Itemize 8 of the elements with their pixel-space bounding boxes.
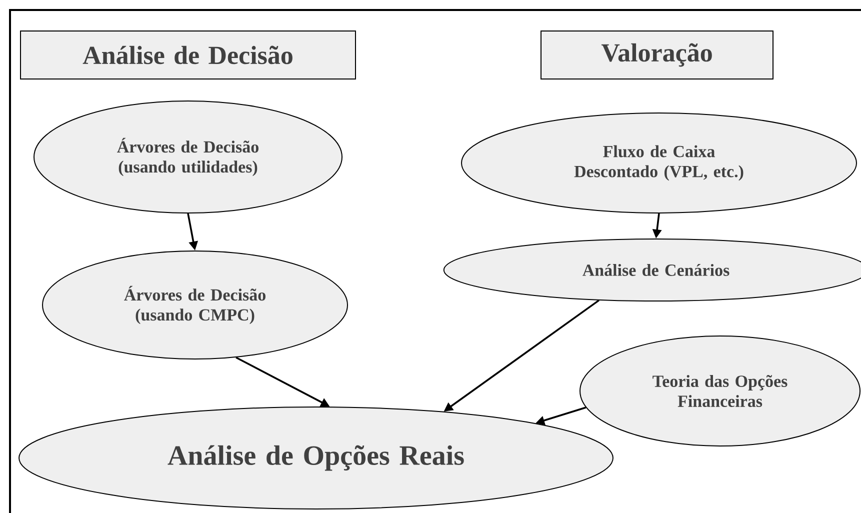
ellipse-node: Análise de Cenários <box>443 238 861 302</box>
ellipse-node: Árvores de Decisão (usando CMPC) <box>42 250 348 360</box>
ellipse-node: Árvores de Decisão (usando utilidades) <box>34 100 342 214</box>
ellipse-node: Análise de Opções Reais <box>18 406 614 510</box>
heading-box: Valoração <box>540 30 774 80</box>
ellipse-node: Teoria das Opções Financeiras <box>580 335 860 446</box>
ellipse-node: Fluxo de Caixa Descontado (VPL, etc.) <box>461 112 857 214</box>
heading-box: Análise de Decisão <box>20 30 356 80</box>
